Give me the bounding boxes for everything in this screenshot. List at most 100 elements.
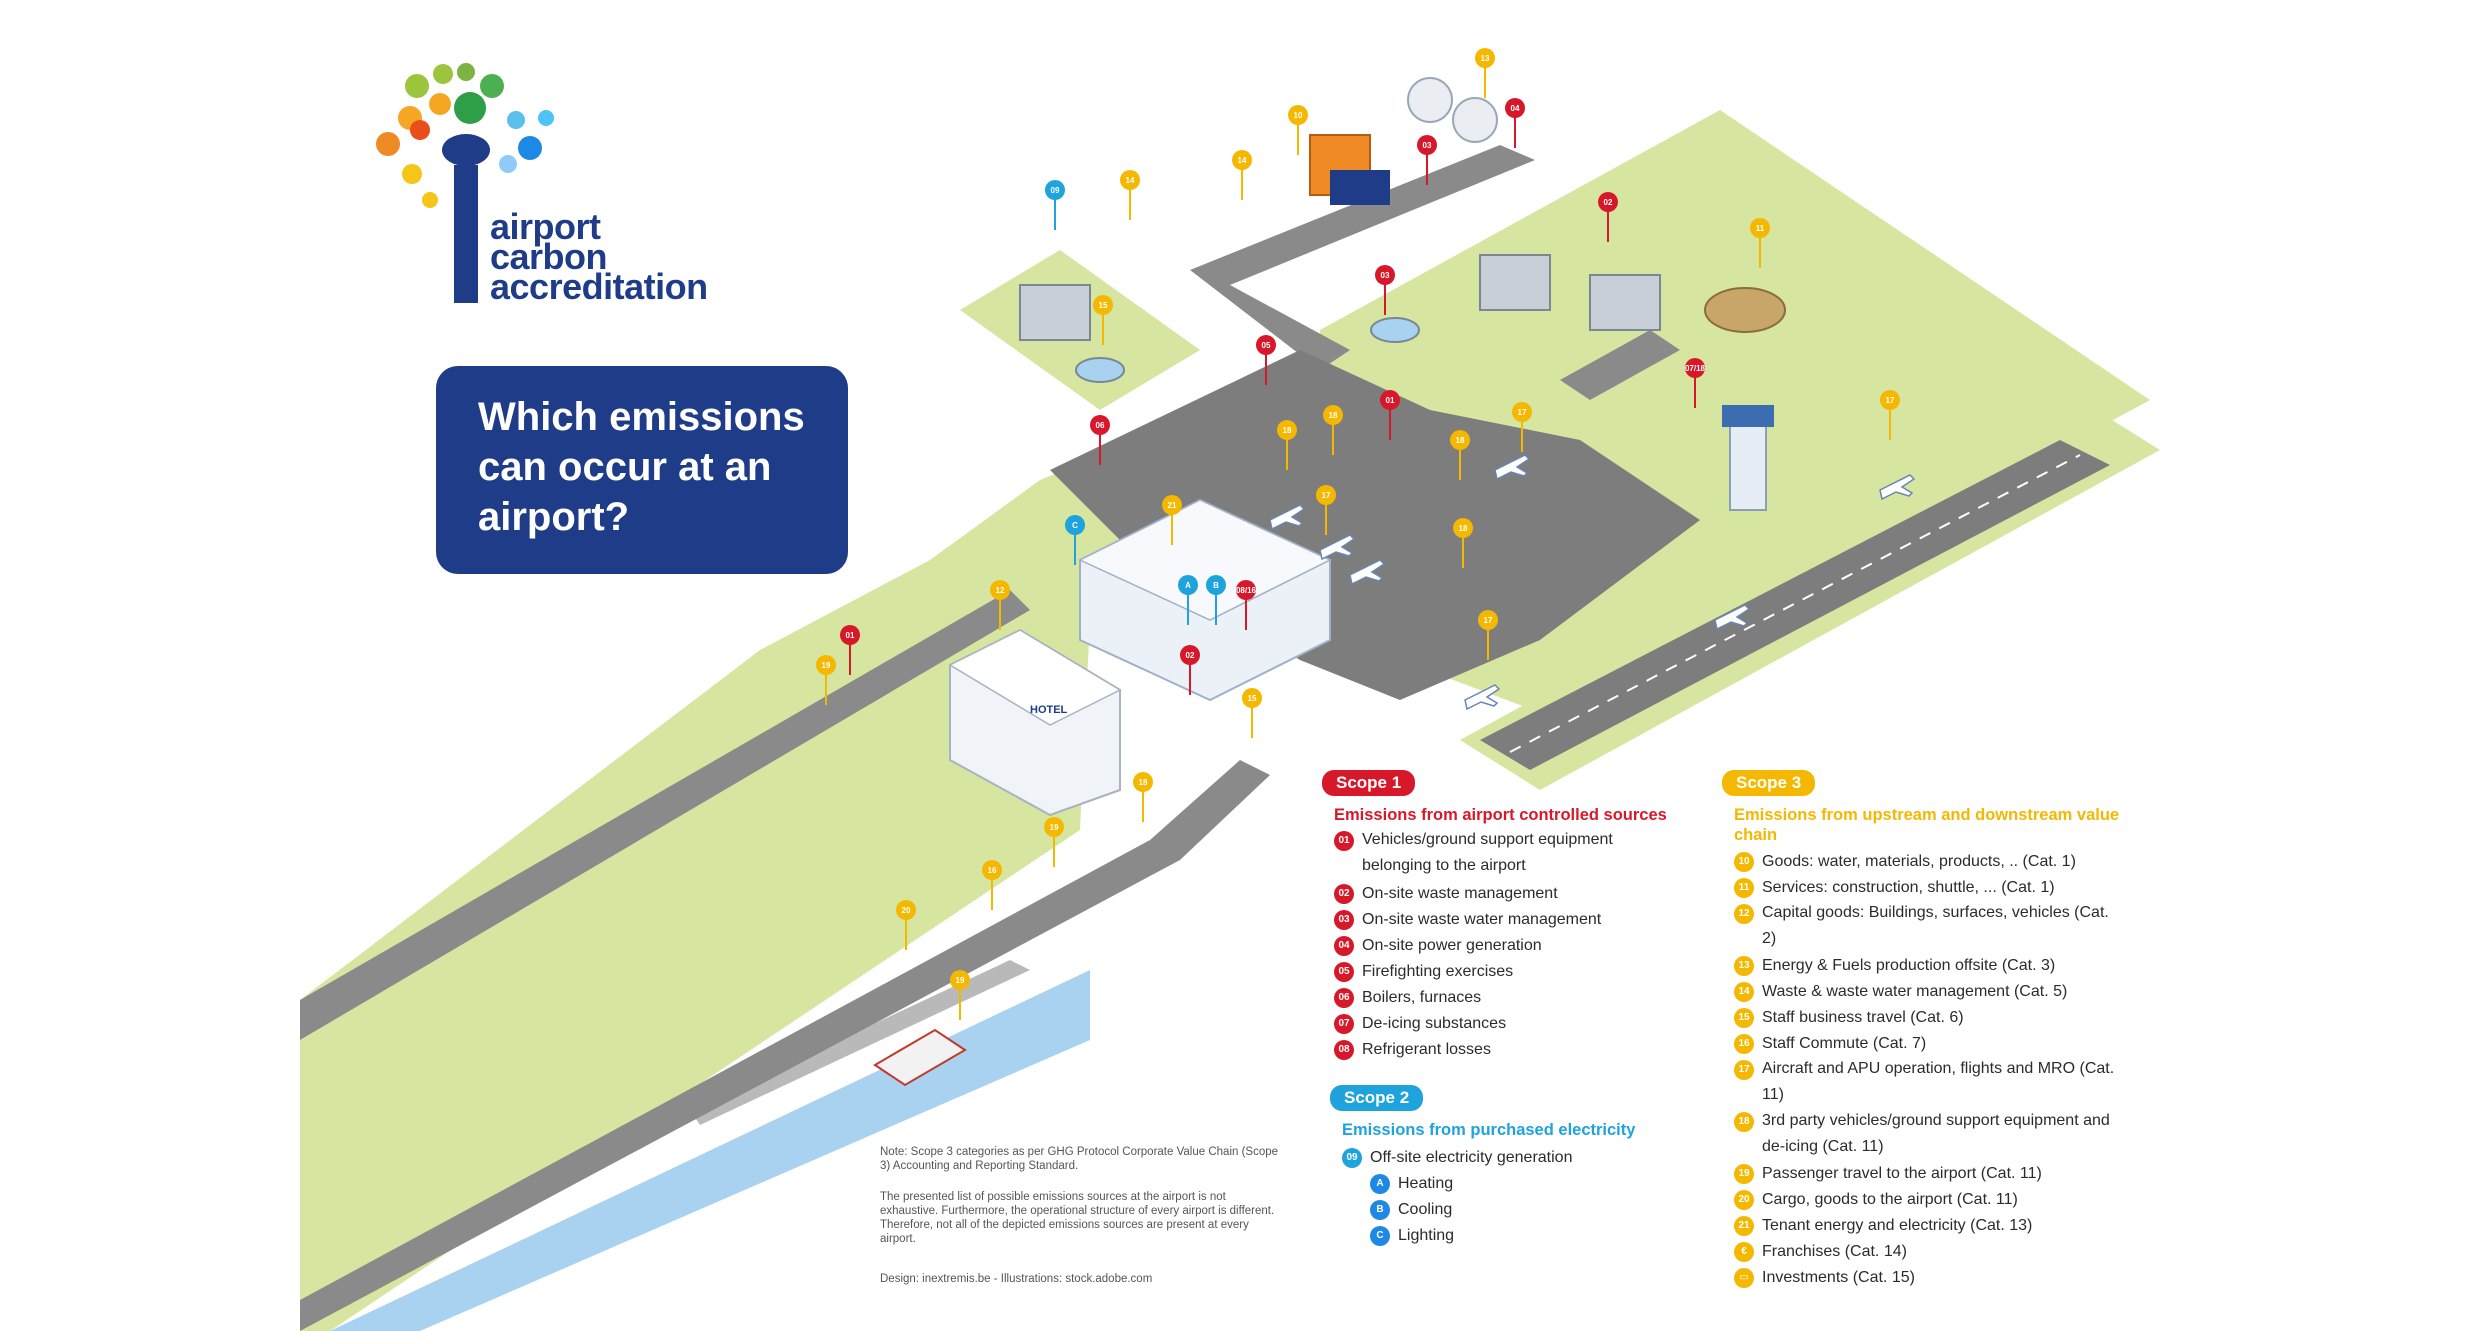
emission-badge: 02 <box>1334 884 1354 904</box>
map-pin-icon: 19 <box>1044 817 1064 867</box>
emission-badge: 17 <box>1734 1060 1754 1080</box>
emission-label: Staff business travel (Cat. 6) <box>1762 1009 1964 1026</box>
logo-leaf <box>507 111 525 129</box>
aircraft-icon <box>1494 454 1531 481</box>
hotel-roof <box>948 629 1122 726</box>
map-pin-label: 18 <box>1283 426 1292 435</box>
question-box: Which emissions can occur at an airport? <box>436 366 848 574</box>
map-pin-icon: 05 <box>1256 335 1276 385</box>
factory-east <box>1589 274 1661 331</box>
aircraft-group <box>1269 454 1916 711</box>
control-tower <box>1729 419 1767 511</box>
map-pin-label: 20 <box>902 906 911 915</box>
logo-line: airport <box>490 206 601 247</box>
aircraft-icon <box>1879 474 1916 501</box>
emission-label: Firefighting exercises <box>1362 963 1514 980</box>
apron <box>1050 350 1700 700</box>
runway <box>1480 440 2110 770</box>
logo-leaf <box>402 164 422 184</box>
logo-leaf <box>499 155 517 173</box>
map-pin-head <box>1045 180 1065 200</box>
map-pin-label: 03 <box>1423 141 1432 150</box>
emission-badge: 16 <box>1734 1034 1754 1054</box>
map-pin-icon: 07/18 <box>1685 358 1706 408</box>
emission-badge: 09 <box>1342 1148 1362 1168</box>
emission-label: Waste & waste water management (Cat. 5) <box>1762 983 2068 1000</box>
map-pin-icon: 08/16 <box>1236 580 1257 630</box>
map-pin-head <box>1288 105 1308 125</box>
map-pin-icon: 10 <box>1288 105 1308 155</box>
map-pin-head <box>1512 402 1532 422</box>
logo-wordmark: airport carbon accreditation <box>490 206 708 307</box>
emission-label: Boilers, furnaces <box>1362 989 1482 1006</box>
logo-leaf <box>538 110 554 126</box>
scope1-heading: Emissions from airport controlled source… <box>1334 806 1667 824</box>
map-pin-icon: 17 <box>1880 390 1900 440</box>
emission-badge: 05 <box>1334 962 1354 982</box>
map-pin-label: 06 <box>1096 421 1105 430</box>
emission-label: Tenant energy and electricity (Cat. 13) <box>1762 1217 2033 1234</box>
emission-label: Franchises (Cat. 14) <box>1762 1243 1907 1260</box>
emission-label: Cargo, goods to the airport (Cat. 11) <box>1762 1191 2018 1208</box>
map-pin-icon: 15 <box>1242 688 1262 738</box>
emission-label: On-site power generation <box>1362 937 1542 954</box>
map-pin-label: 11 <box>1756 224 1765 233</box>
map-pin-label: 19 <box>1050 823 1059 832</box>
emission-label: Lighting <box>1398 1227 1455 1244</box>
runway-centerline <box>1509 454 2081 753</box>
map-pin-icon: 19 <box>816 655 836 705</box>
note-disclaimer: The presented list of possible emissions… <box>880 1191 1275 1245</box>
map-pin-icon: 14 <box>1120 170 1140 220</box>
logo-line: carbon <box>490 236 608 277</box>
map-pin-icon: 02 <box>1598 192 1618 242</box>
map-pin-icon: 01 <box>840 625 860 675</box>
emission-label: Energy & Fuels production offsite (Cat. … <box>1762 957 2056 974</box>
map-pin-label: 18 <box>1456 436 1465 445</box>
map-pin-icon: B <box>1206 575 1226 625</box>
map-pin-label: B <box>1213 581 1219 590</box>
emission-badge: 13 <box>1734 956 1754 976</box>
logo-line: accreditation <box>490 266 708 307</box>
map-pin-label: 03 <box>1381 271 1390 280</box>
design-credit: Design: inextremis.be - Illustrations: s… <box>880 1273 1153 1285</box>
map-pin-head <box>1065 515 1085 535</box>
map-pin-label: 01 <box>846 631 855 640</box>
map-pin-head <box>1180 645 1200 665</box>
scope1-title: Scope 1 <box>1322 770 1416 796</box>
map-pin-head <box>1090 415 1110 435</box>
construction-site <box>1704 287 1786 333</box>
aircraft-icon <box>1269 504 1306 531</box>
map-pin-icon: 17 <box>1478 610 1498 660</box>
map-pin-icon: 20 <box>896 900 916 950</box>
map-pin-icon: 21 <box>1162 495 1182 545</box>
map-pin-label: 02 <box>1186 651 1195 660</box>
emission-badge: 08 <box>1334 1040 1354 1060</box>
map-pin-label: C <box>1072 521 1078 530</box>
logo-tower-shaft <box>454 165 478 303</box>
storage-tank-1 <box>1407 77 1453 123</box>
control-tower-cab <box>1722 405 1774 427</box>
map-pin-icon: 19 <box>950 970 970 1020</box>
map-pin-head <box>1236 580 1256 600</box>
map-pin-head <box>1120 170 1140 190</box>
emission-badge: 21 <box>1734 1216 1754 1236</box>
emission-label: Services: construction, shuttle, ... (Ca… <box>1762 879 2055 896</box>
map-pin-label: 14 <box>1126 176 1135 185</box>
map-pin-icon: 03 <box>1417 135 1437 185</box>
map-pin-head <box>896 900 916 920</box>
map-pin-icon: A <box>1178 575 1198 625</box>
emission-label: Cooling <box>1398 1201 1453 1218</box>
map-pin-label: 13 <box>1481 54 1490 63</box>
map-pin-icon: 12 <box>990 580 1010 630</box>
water-treatment-west <box>1075 357 1125 383</box>
emission-badge: 04 <box>1334 936 1354 956</box>
map-pin-icon: 09 <box>1045 180 1065 230</box>
map-pin-icon: 02 <box>1180 645 1200 695</box>
aircraft-icon <box>1464 684 1501 711</box>
logo-leaf <box>376 132 400 156</box>
logo-tree-icon <box>376 63 554 303</box>
map-pin-label: 12 <box>996 586 1005 595</box>
logo-leaf <box>429 93 451 115</box>
map-pin-icon: 14 <box>1232 150 1252 200</box>
